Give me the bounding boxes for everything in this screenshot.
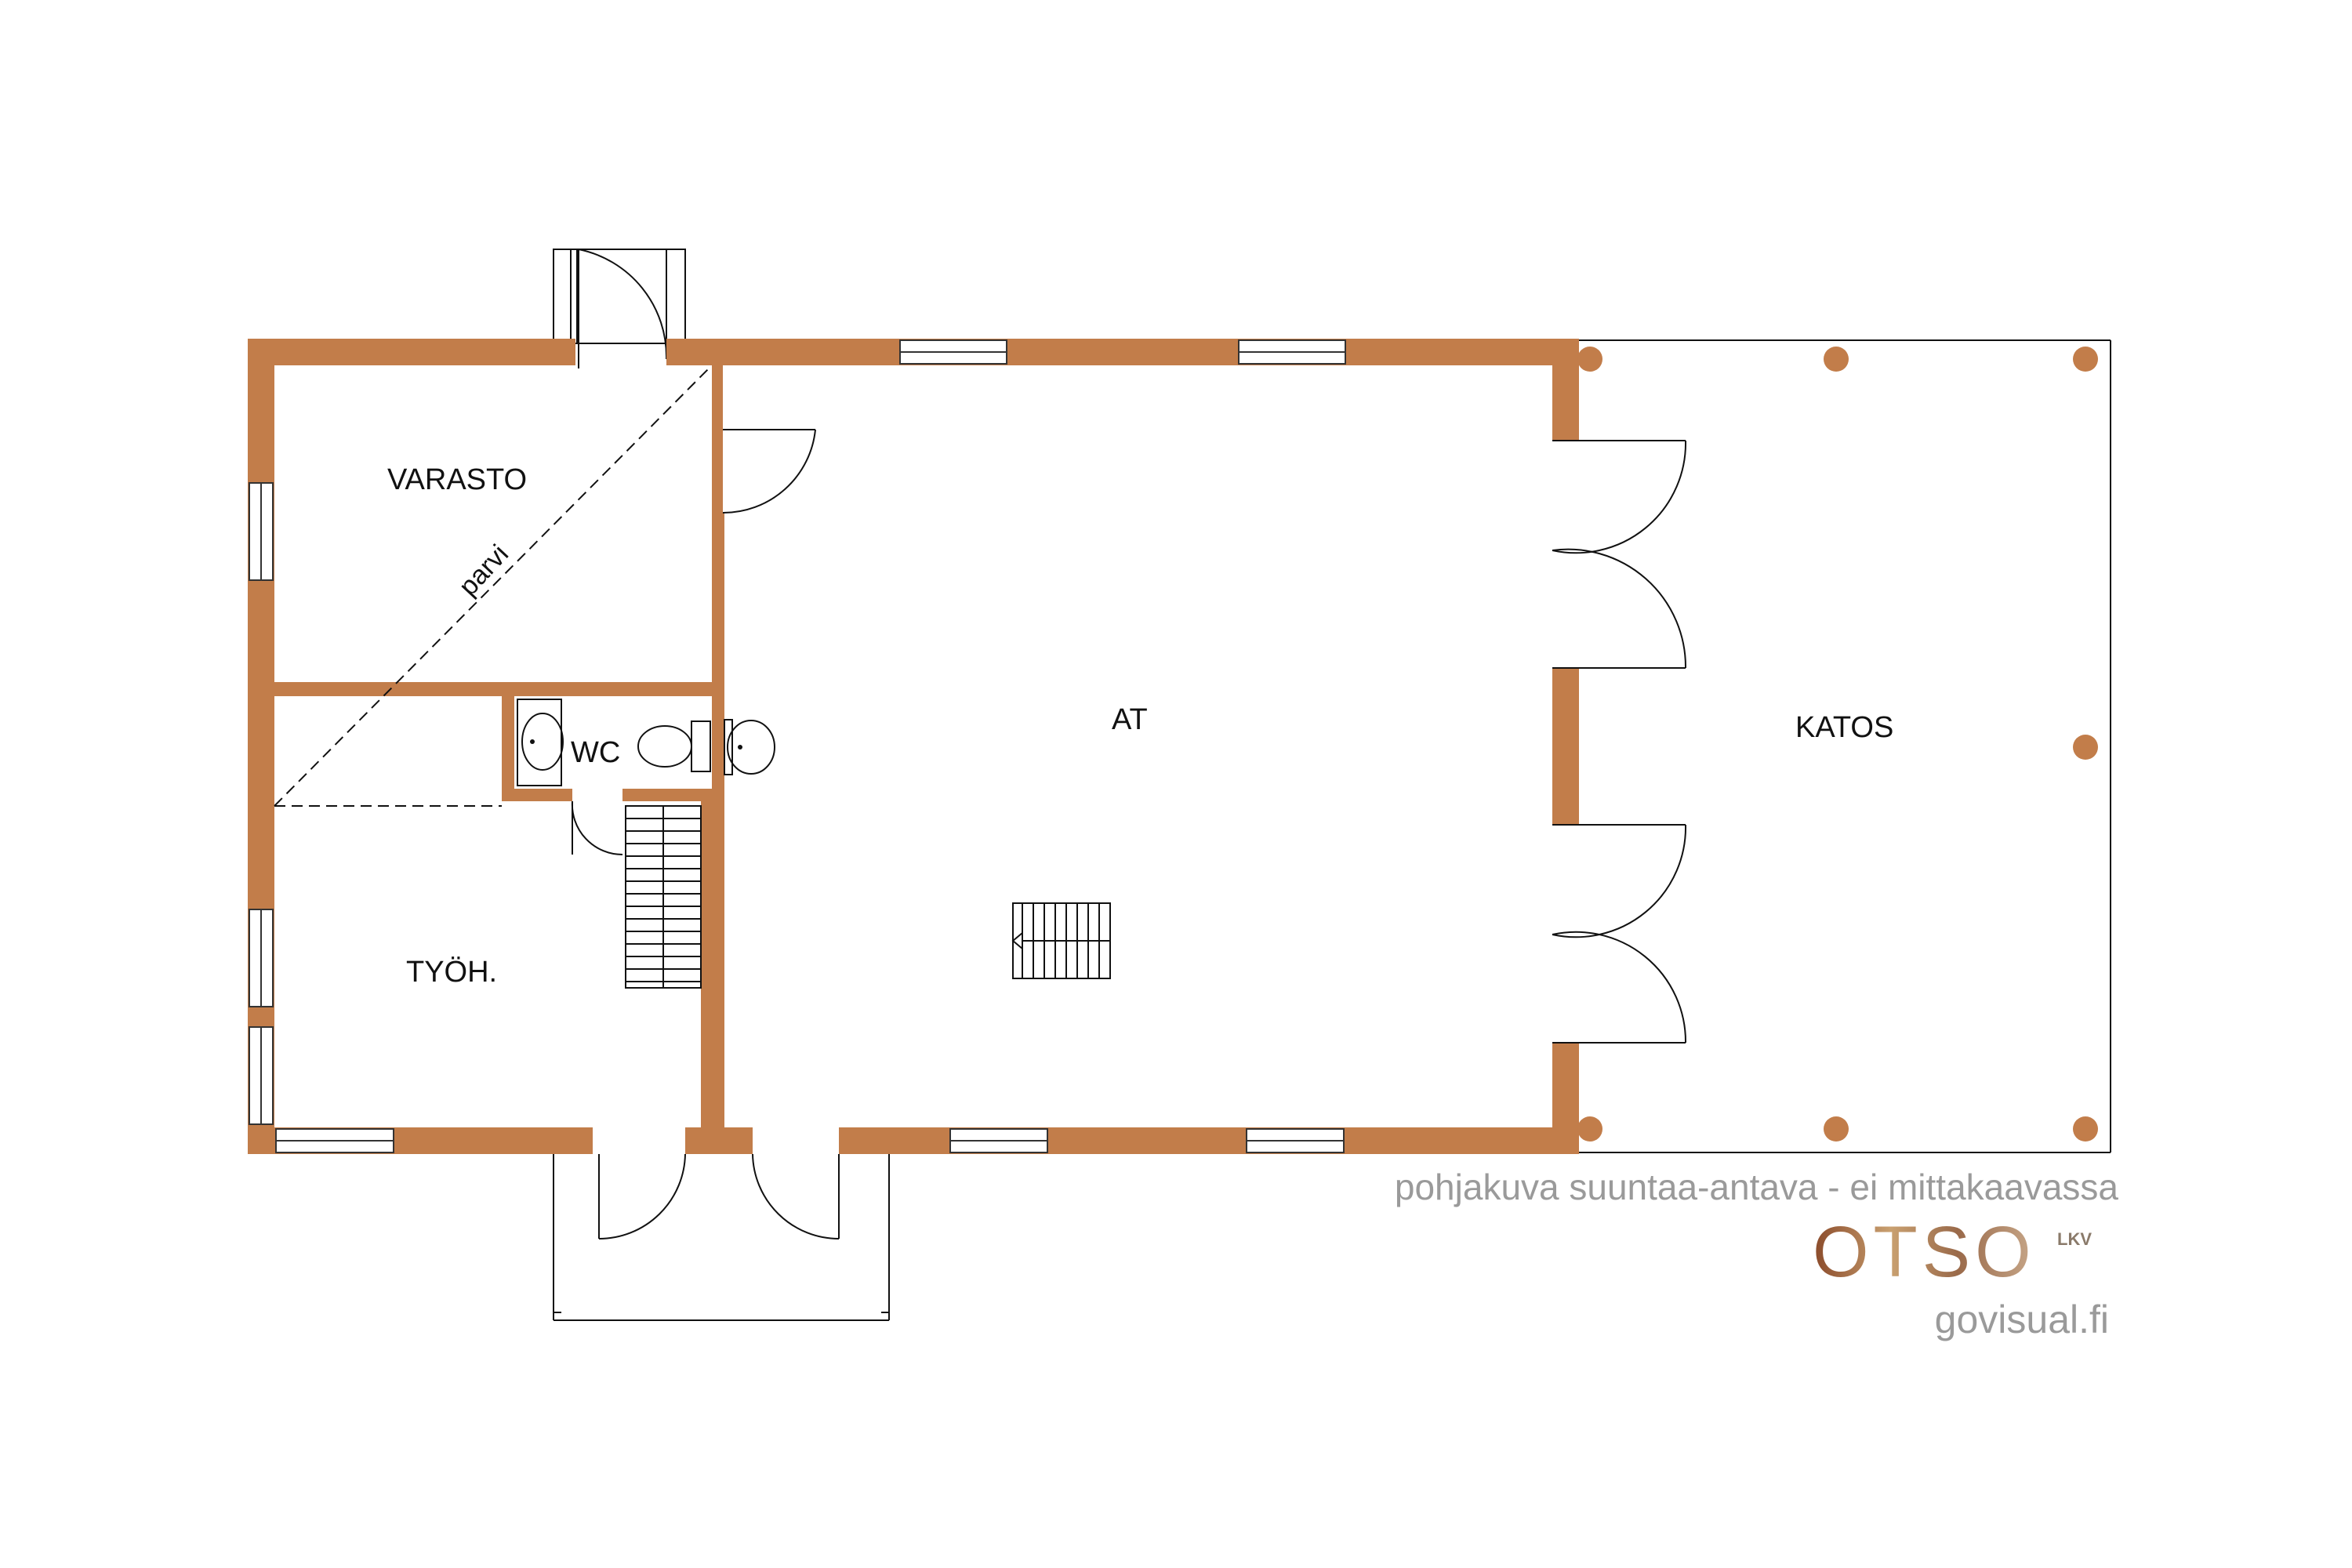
brand-logo: OTSO <box>1813 1212 2036 1292</box>
room-label-tyoh: TYÖH. <box>406 956 497 989</box>
room-label-katos: KATOS <box>1795 711 1893 744</box>
room-label-at: AT <box>1112 703 1148 736</box>
stairs-main <box>625 805 702 989</box>
bottom-porch <box>553 1154 890 1321</box>
katos-canopy <box>1577 339 2111 1153</box>
disclaimer-note: pohjakuva suuntaa-antava - ei mittakaava… <box>1395 1167 2119 1207</box>
loft-outline <box>274 365 713 807</box>
room-label-wc: WC <box>571 736 620 769</box>
top-vestibule <box>553 249 686 368</box>
room-label-varasto: VARASTO <box>387 463 527 496</box>
walls <box>248 339 1579 1154</box>
stairs-hatch <box>1011 902 1111 979</box>
brand-logo-suffix: LKV <box>2057 1229 2092 1249</box>
doors <box>571 429 1687 1240</box>
wc-fixtures <box>517 699 775 786</box>
website-label: govisual.fi <box>1935 1298 2109 1341</box>
loft-label-parvi: parvi <box>453 539 514 602</box>
windows <box>249 339 1346 1153</box>
